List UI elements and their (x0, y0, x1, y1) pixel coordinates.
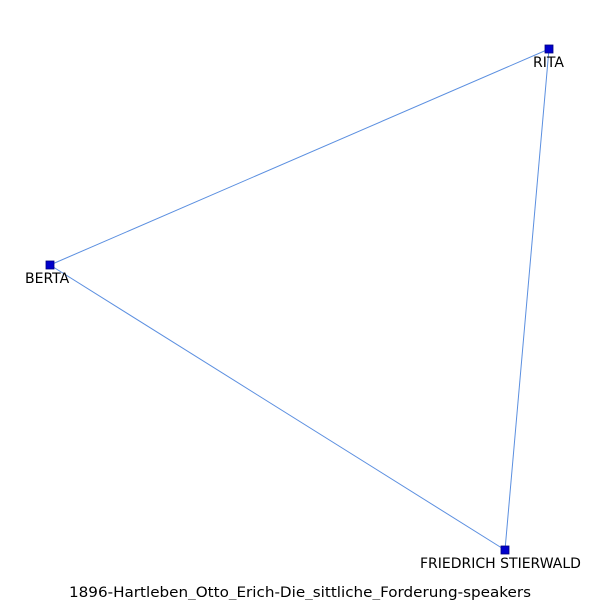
edge-rita-friedrich (504, 48, 550, 551)
labels-layer: RITA BERTA FRIEDRICH STIERWALD (25, 55, 581, 572)
node-berta (45, 260, 55, 270)
edges-layer (49, 48, 550, 551)
node-label-rita: RITA (533, 55, 564, 71)
node-label-friedrich: FRIEDRICH STIERWALD (420, 556, 581, 572)
edge-rita-berta (49, 48, 550, 266)
diagram-caption: 1896-Hartleben_Otto_Erich-Die_sittliche_… (69, 585, 531, 600)
node-label-berta: BERTA (25, 271, 70, 287)
nodes-layer (45, 44, 554, 555)
node-rita (544, 44, 554, 54)
edge-berta-friedrich (49, 264, 506, 551)
node-friedrich (500, 545, 510, 555)
